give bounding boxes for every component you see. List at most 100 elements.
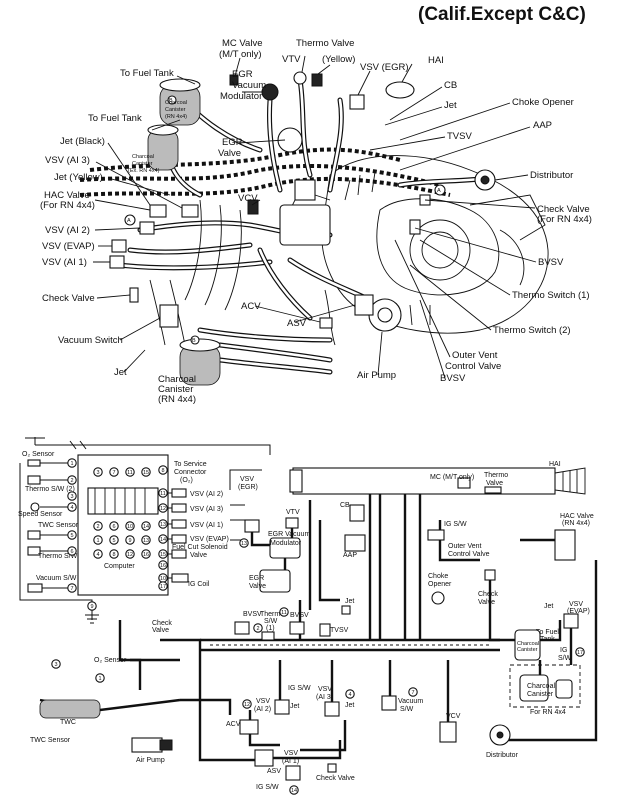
right-num-8-label: 8 — [161, 468, 164, 474]
comp-pin-top-3-label: 3 — [96, 470, 99, 476]
comp-pin-l-9-circle — [125, 535, 135, 545]
comp-pin-r-4-label: 4 — [96, 552, 99, 558]
label-hac-valve-2: (For RN 4x4) — [40, 200, 95, 211]
check-valve — [129, 287, 139, 303]
sch-vtv: VTV — [286, 509, 300, 516]
label-egr-valve-2: Valve — [218, 148, 241, 159]
sch-for-rn: For RN 4x4 — [530, 709, 566, 716]
page-title: (Calif.Except C&C) — [418, 4, 586, 25]
comp-pin-bot-6-label: 6 — [112, 524, 115, 530]
sch-outer-vent-2: Control Valve — [448, 551, 490, 558]
label-bvsv-1: BVSV — [538, 257, 564, 268]
right-num-16-label: 16 — [160, 563, 166, 569]
comp-pin-bot-14-circle — [141, 521, 151, 531]
sch-ig-sw-r2: S/W — [558, 655, 572, 662]
acv — [319, 317, 333, 329]
vacuum-switch — [159, 304, 179, 328]
sch-check-valve-l2: Valve — [152, 627, 169, 634]
sch-vsv-egr-1: VSV — [240, 476, 254, 483]
label-to-fuel-tank-2: To Fuel Tank — [88, 113, 142, 124]
label-choke-opener: Choke Opener — [512, 97, 574, 108]
sch-egr-valve-1: EGR — [249, 575, 264, 582]
comp-pin-r-12-circle — [125, 549, 135, 559]
sch-charcoal-top-1: Charcoal — [517, 641, 539, 647]
left-num-7-label: 7 — [70, 586, 73, 592]
asv — [354, 294, 374, 316]
sch-num-5-7-label: 7 — [411, 690, 414, 696]
sch-distributor: Distributor — [486, 752, 519, 759]
sch-num-9-17-circle — [575, 647, 585, 657]
label-yellow: (Yellow) — [322, 54, 355, 65]
label-hai: HAI — [428, 55, 444, 66]
sch-thermo-valve-1: Thermo — [484, 472, 508, 479]
sch-num-3-12-label: 12 — [244, 702, 250, 708]
left-num-7-circle — [67, 583, 77, 593]
sch-charcoal-bot-1: Charcoal — [527, 683, 555, 690]
label-charcoal-3: (RN 4x4) — [158, 394, 196, 405]
sch-num-5-7-circle — [408, 687, 418, 697]
vtv — [293, 71, 307, 85]
right-num-17-circle — [158, 581, 168, 591]
sch-num-0-9-label: 9 — [90, 604, 93, 610]
sch-thermo-valve-2: Valve — [486, 480, 503, 487]
marker-a-left: A — [127, 218, 131, 224]
sch-vsv-ai1-b: VSV — [284, 750, 298, 757]
sch-egr-valve-2: Valve — [249, 583, 266, 590]
sch-check-valve-b: Check Valve — [316, 775, 355, 782]
marker-b-top: B — [169, 98, 173, 104]
sch-jet-r: Jet — [544, 603, 553, 610]
sch-jet-c2: Jet — [290, 703, 299, 710]
sch-charcoal-top-2: Canister — [517, 647, 538, 653]
sch-num-3-12-circle — [242, 699, 252, 709]
sch-to-fuel-tank-2: Tank — [540, 636, 555, 643]
vsv-stack: To Service Connector (O₂) VSV (AI 2) VSV… — [168, 461, 262, 588]
vsv-ai1 — [109, 255, 125, 269]
sch-jet-c3: Jet — [345, 702, 354, 709]
label-acv: ACV — [241, 301, 261, 312]
sch-ig-sw-2: IG S/W — [288, 685, 311, 692]
right-num-14-circle — [158, 534, 168, 544]
left-num-2-circle — [67, 475, 77, 485]
right-num-13-circle — [158, 519, 168, 529]
label-hac-valve-1: HAC Valve — [44, 190, 90, 201]
label-check-valve: Check Valve — [42, 293, 95, 304]
hac-valve — [149, 204, 167, 218]
sch-to-service-2: Connector — [174, 469, 207, 476]
label-vtv: VTV — [282, 54, 301, 65]
label-jet-black: Jet (Black) — [60, 136, 105, 147]
left-num-4-circle — [67, 502, 77, 512]
cb — [294, 179, 316, 201]
sch-acv: ACV — [226, 721, 241, 728]
sch-num-9-17-label: 17 — [577, 650, 583, 656]
label-outer-vent-1: Outer Vent — [452, 350, 498, 361]
sch-computer: Computer — [104, 563, 135, 570]
center-valves: BVSV Thermo S/W (1) BVSV TVSV Jet — [234, 598, 354, 641]
sch-num-6-14-label: 14 — [291, 788, 297, 794]
mc-valve — [229, 74, 239, 86]
left-num-2-label: 2 — [70, 478, 73, 484]
vsv-ai3 — [181, 204, 199, 218]
comp-pin-top-11-circle — [125, 467, 135, 477]
sch-asv: ASV — [267, 768, 281, 775]
label-check-valve-rn-2: (For RN 4x4) — [537, 214, 592, 225]
right-num-13-label: 13 — [160, 522, 166, 528]
right-num-12-label: 12 — [160, 506, 166, 512]
sch-vacuum-sw-b1: Vacuum — [398, 698, 423, 705]
air-cleaner-housing — [292, 467, 556, 495]
label-mc-only: (M/T only) — [219, 49, 262, 60]
carburetor — [279, 204, 331, 246]
sch-num-0-9-circle — [87, 601, 97, 611]
lower-left: Check Valve O₂ Sensor TWC TWC Sensor Air… — [30, 620, 260, 764]
sch-num-7-11-circle — [279, 607, 289, 617]
sch-hac-valve-2: (RN 4x4) — [562, 520, 590, 527]
marker-b-low: B — [192, 338, 196, 344]
vsv-evap — [111, 239, 127, 253]
sch-check-valve-l1: Check — [152, 620, 172, 627]
sch-bvsv-b: BVSV — [290, 612, 309, 619]
right-num-14-label: 14 — [160, 537, 166, 543]
left-num-4-label: 4 — [70, 505, 73, 511]
label-vsv-ai3: VSV (AI 3) — [45, 155, 90, 166]
sch-vsv-egr-2: (EGR) — [238, 484, 258, 491]
sch-num-8-2-circle — [253, 623, 263, 633]
comp-pin-top-15-circle — [141, 467, 151, 477]
